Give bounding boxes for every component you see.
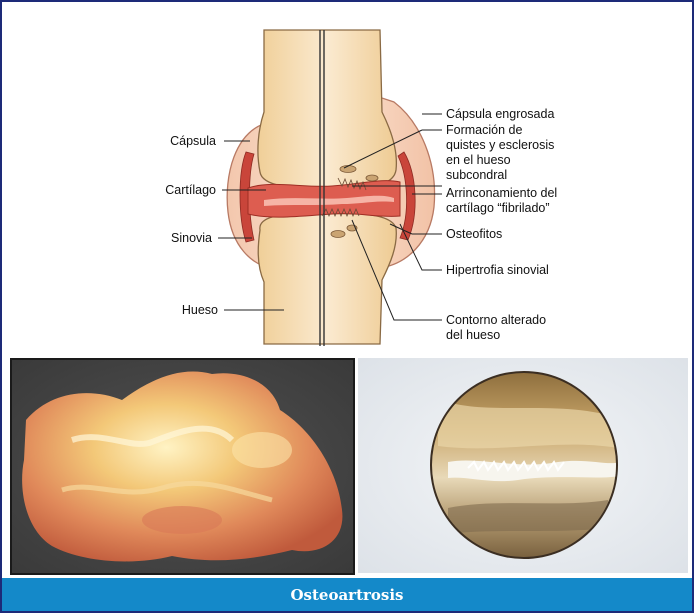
label-quistes-2: quistes y esclerosis [446,138,554,152]
figure-caption: Osteoartrosis [290,586,403,604]
joint-diagram: Cápsula Cartílago Sinovia Hueso Cápsula … [2,2,692,354]
arthroscopy-photo [358,358,688,573]
lower-bone [258,214,396,344]
label-capsula-engrosada: Cápsula engrosada [446,107,554,121]
label-arrinconamiento-2: cartílago “fibrilado” [446,201,550,215]
label-osteofitos: Osteofitos [446,227,502,241]
label-capsula: Cápsula [170,134,216,148]
label-quistes-3: en el hueso [446,153,511,167]
label-contorno-1: Contorno alterado [446,313,546,327]
label-arrinconamiento-1: Arrinconamiento del [446,186,557,200]
label-hueso: Hueso [182,303,218,317]
label-cartilago: Cartílago [165,183,216,197]
label-contorno-2: del hueso [446,328,500,342]
upper-bone [258,30,396,188]
cyst [366,175,378,181]
specimen-photo [10,358,355,575]
cyst [331,231,345,238]
label-quistes-1: Formación de [446,123,522,137]
label-hipertrofia: Hipertrofia sinovial [446,263,549,277]
caption-bar: Osteoartrosis [2,578,692,611]
label-quistes-4: subcondral [446,168,507,182]
label-sinovia: Sinovia [171,231,212,245]
